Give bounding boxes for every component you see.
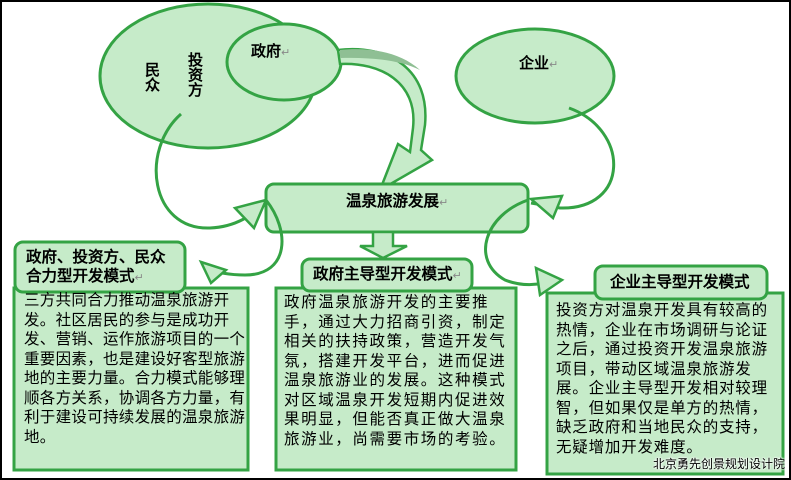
government-mode-title: 政府主导型开发模式↵ [313,265,462,285]
government-label: 政府↵ [251,42,290,62]
cooperative-mode-title-line2: 合力型开发模式 [26,267,135,285]
government-mode-title-text: 政府主导型开发模式 [313,265,453,283]
cooperative-mode-description: 三方共同合力推动温泉旅游开发。社区居民的参与是成功开发、营销、运作旅游项目的一个… [24,291,246,446]
arrowhead-icon [232,198,269,231]
return-mark-icon: ↵ [439,196,449,209]
government-mode-description: 政府温泉旅游开发的主要推手，通过大力招商引资，制定相关的扶持政策，营造开发气氛，… [284,293,507,448]
cooperative-mode-body-box [12,286,250,472]
return-mark-icon: ↵ [281,46,291,59]
arrowhead-icon [198,259,229,286]
government-ellipse [225,22,343,102]
enterprise-ellipse [454,27,616,125]
center-title-text: 温泉旅游发展 [346,192,440,210]
enterprise-mode-title-box [593,264,769,301]
down-arrow [359,230,408,260]
arrowhead-icon [527,194,564,221]
government-label-text: 政府 [251,42,282,60]
enterprise-label: 企业↵ [519,54,558,74]
center-to-enterprise-mode-connector [484,198,546,287]
cooperative-mode-title-line2-wrap: 合力型开发模式↵ [26,267,166,287]
enterprise-label-text: 企业 [519,54,550,72]
investors-label: 投资方 [186,52,204,97]
center-box [264,182,530,234]
enterprise-mode-body-box [545,291,785,476]
government-mode-title-box [300,257,474,293]
people-label: 民众 [143,62,161,92]
enterprise-to-center-connector [530,106,616,210]
government-mode-body-box [274,286,518,472]
return-mark-icon: ↵ [452,269,462,282]
arrowhead-icon [534,265,565,298]
cooperative-mode-title-line1: 政府、投资方、民众 [26,248,166,266]
enterprise-mode-title: 企业主导型开发模式 [610,273,750,291]
enterprise-mode-description: 投资方对温泉开发具有较高的热情，企业在市场调研与论证之后，通过投资开发温泉旅游项… [556,301,768,456]
cooperative-mode-title: 政府、投资方、民众 合力型开发模式↵ [26,248,166,287]
return-mark-icon: ↵ [134,271,144,284]
watermark: 北京勇先创景规划设计院 [652,457,785,471]
cooperative-mode-title-box [13,240,187,294]
center-title: 温泉旅游发展↵ [346,192,448,212]
return-mark-icon: ↵ [549,58,559,71]
government-to-center-arrow [336,47,435,193]
